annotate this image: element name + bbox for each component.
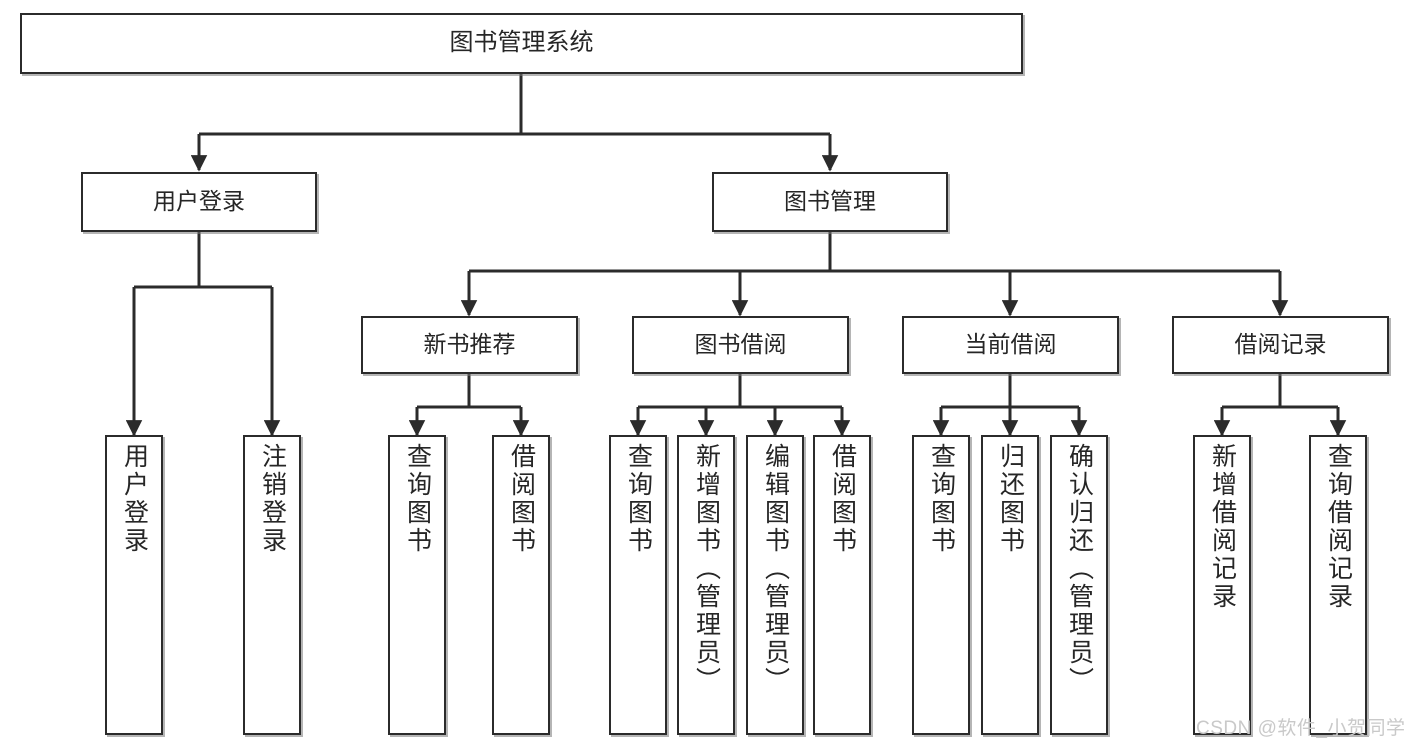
- node-borrow-records[interactable]: 借阅记录: [1172, 316, 1389, 374]
- leaf-user-login-login[interactable]: 用户登录: [105, 435, 163, 735]
- node-label: 编辑图书（管理员）: [761, 443, 790, 695]
- node-root-book-management-system[interactable]: 图书管理系统: [20, 13, 1023, 74]
- node-label: 图书管理系统: [449, 29, 594, 57]
- node-book-borrow[interactable]: 图书借阅: [632, 316, 849, 374]
- node-label: 图书借阅: [694, 331, 787, 358]
- leaf-current-query-book[interactable]: 查询图书: [912, 435, 970, 735]
- leaf-current-return-book[interactable]: 归还图书: [981, 435, 1039, 735]
- node-label: 确认归还（管理员）: [1065, 443, 1094, 695]
- node-label: 新增图书（管理员）: [692, 443, 721, 695]
- leaf-borrow-add-book-admin[interactable]: 新增图书（管理员）: [677, 435, 735, 735]
- node-label: 用户登录: [120, 443, 149, 555]
- node-label: 借阅图书: [828, 443, 857, 555]
- node-label: 查询图书: [624, 443, 653, 555]
- node-label: 归还图书: [996, 443, 1025, 555]
- leaf-current-confirm-return-admin[interactable]: 确认归还（管理员）: [1050, 435, 1108, 735]
- node-book-management[interactable]: 图书管理: [712, 172, 948, 232]
- leaf-records-query-record[interactable]: 查询借阅记录: [1309, 435, 1367, 735]
- node-label: 借阅图书: [507, 443, 536, 555]
- node-label: 当前借阅: [964, 331, 1057, 358]
- node-label: 注销登录: [258, 443, 287, 555]
- leaf-recommend-borrow-book[interactable]: 借阅图书: [492, 435, 550, 735]
- node-label: 查询图书: [403, 443, 432, 555]
- leaf-borrow-query-book[interactable]: 查询图书: [609, 435, 667, 735]
- leaf-recommend-query-book[interactable]: 查询图书: [388, 435, 446, 735]
- leaf-borrow-edit-book-admin[interactable]: 编辑图书（管理员）: [746, 435, 804, 735]
- node-label: 图书管理: [784, 188, 876, 215]
- node-user-login[interactable]: 用户登录: [81, 172, 317, 232]
- leaf-records-add-record[interactable]: 新增借阅记录: [1193, 435, 1251, 735]
- node-label: 查询借阅记录: [1324, 443, 1353, 611]
- node-label: 新书推荐: [423, 331, 516, 358]
- node-current-borrow[interactable]: 当前借阅: [902, 316, 1119, 374]
- watermark-text: CSDN @软件_小贺同学: [1196, 718, 1405, 739]
- leaf-borrow-borrow-book[interactable]: 借阅图书: [813, 435, 871, 735]
- node-label: 查询图书: [927, 443, 956, 555]
- node-new-book-recommend[interactable]: 新书推荐: [361, 316, 578, 374]
- node-label: 借阅记录: [1234, 331, 1327, 358]
- node-label: 用户登录: [153, 188, 245, 215]
- node-label: 新增借阅记录: [1208, 443, 1237, 611]
- leaf-user-login-logout[interactable]: 注销登录: [243, 435, 301, 735]
